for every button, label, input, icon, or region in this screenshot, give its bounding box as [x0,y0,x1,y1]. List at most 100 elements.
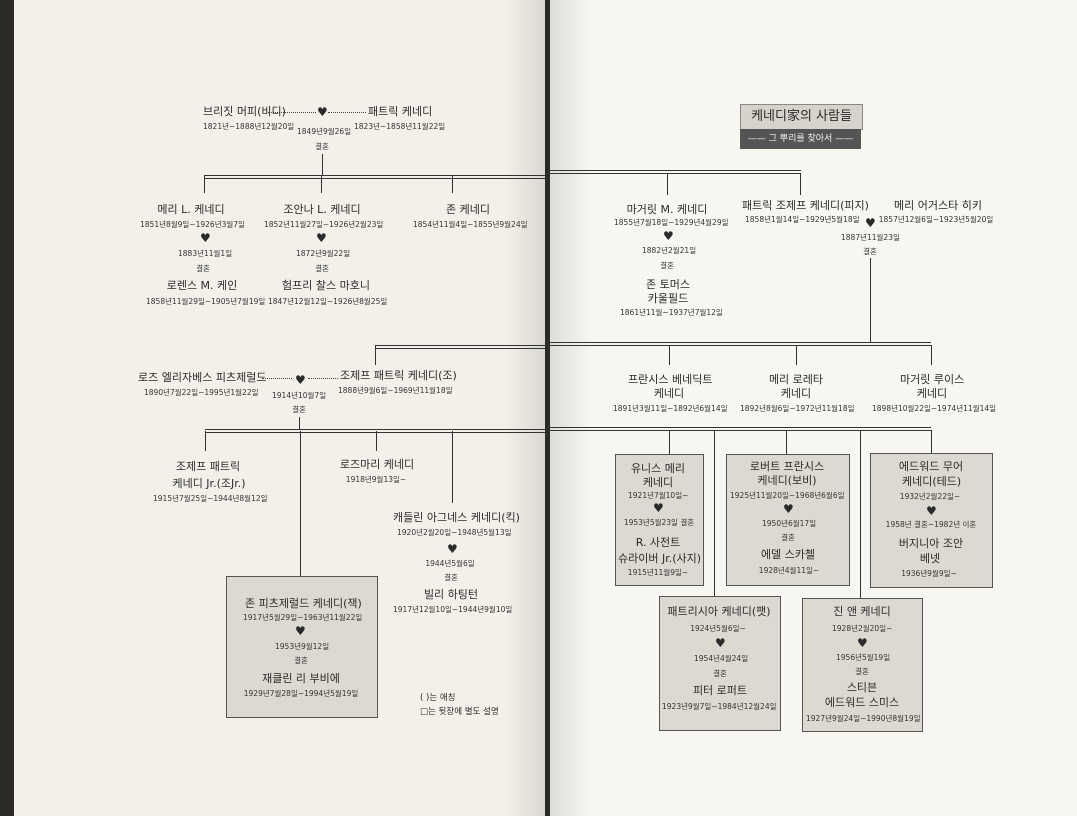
jean-wed: 결혼 [855,667,869,676]
legend-box-note: □는 뒷장에 별도 설명 [420,707,499,717]
francis-name-l2: 케네디 [653,387,685,400]
eunice-name-l1: 유니스 메리 [630,462,686,475]
pj-marriage: 1887년11월23일 [841,233,900,242]
patrick-dates: 1823년~1858년11월22일 [354,122,446,131]
mary-loretta-name-l2: 케네디 [780,387,812,400]
robert-box [726,454,850,586]
heart-icon: ♥ [295,624,306,638]
gen2-sibling-bar-right [547,170,801,174]
rose-name: 로즈 엘리자베스 피츠제럴드 [138,371,267,384]
jean-marriage: 1956년5월19일 [836,653,891,662]
jfk-marriage: 1953년9월12일 [275,642,330,651]
gen4-drop-joejr [205,431,206,451]
ethel-name: 에델 스카첼 [760,548,816,561]
joanna-name: 조안나 L. 케네디 [283,203,361,216]
eunice-name-l2: 케네디 [642,476,674,489]
pj-name: 패트릭 조제프 케네디(피지) [742,199,869,212]
eunice-marriage: 1953년5월23일 결혼 [623,518,695,527]
heart-icon: ♥ [857,636,868,650]
heart-icon: ♥ [663,229,674,243]
stephen-dates: 1927년9월24일~1990년8월19일 [806,714,921,723]
kathleen-marriage: 1944년5월6일 [425,559,475,568]
patrick-name: 패트릭 케네디 [368,105,433,118]
robert-dates: 1925년11월20일~1968년6월6일 [730,491,845,500]
bridget-dates: 1821년~1888년12월20일 [203,122,295,131]
gen4-sibling-bar-left [205,429,545,433]
patricia-name: 패트리시아 케네디(팻) [667,605,771,618]
humphrey-name: 험프리 찰스 마호니 [282,279,370,292]
billy-name: 빌리 하팅턴 [423,588,479,601]
kathleen-wed: 결혼 [444,573,458,582]
gen1-marriage-date: 1849년9월26일 [297,127,352,136]
mary-loretta-dates: 1892년8월6일~1972년11월18일 [740,404,855,413]
gen2-sibling-bar-left [204,175,545,179]
peter-dates: 1923년9월7일~1984년12월24일 [662,702,777,711]
edward-box [870,453,993,588]
robert-name-l1: 로버트 프란시스 [749,460,825,473]
pj-dates: 1858년1월14일~1929년5월18일 [745,215,860,224]
page-title: 케네디家의 사람들 [740,104,863,130]
gen1-couple-link-left [268,112,316,113]
heart-icon: ♥ [926,504,937,518]
margaret-m-marriage: 1882년2월21일 [642,246,697,255]
margaret-louise-name-l2: 케네디 [916,387,948,400]
bridget-name: 브리짓 머피(비디) [203,105,286,118]
john-name: 존 케네디 [446,203,490,216]
jean-box [802,598,923,732]
rosemary-name: 로즈마리 케네디 [339,458,415,471]
eunice-dates: 1921년7월10일~ [628,491,689,500]
gen4-drop-jean [860,430,861,598]
page-subtitle: —— 그 뿌리를 찾아서 —— [740,129,861,149]
jfk-box [226,576,378,718]
jfk-wed: 결혼 [294,656,308,665]
margaret-louise-name-l1: 마거릿 루이스 [900,373,965,386]
gen4-drop-patricia [714,430,715,596]
kathleen-dates: 1920년2월20일~1948년5월13일 [397,528,512,537]
stephen-name-l1: 스티븐 [846,681,878,694]
heart-icon: ♥ [715,636,726,650]
patricia-wed: 결혼 [713,669,727,678]
gen3-couple-link-left [262,378,292,379]
joanna-dates: 1852년11월27일~1926년2월23일 [264,220,384,229]
shriver-name-l1: R. 사전트 [635,536,681,549]
gen4-drop-eunice [669,430,670,454]
gen2-drop-margaret [667,173,668,195]
lawrence-name: 로렌스 M. 케인 [166,279,238,292]
rosemary-dates: 1918년9월13일~ [345,475,407,484]
heart-icon: ♥ [295,373,306,387]
joe-sr-dates: 1888년9월6일~1969년11월18일 [338,386,453,395]
edward-name-l2: 케네디(테드) [902,475,962,488]
gen3-drop-joe [375,345,376,365]
margaret-louise-dates: 1898년10월22일~1974년11월14일 [872,404,997,413]
francis-name-l1: 프란시스 베네딕트 [628,373,713,386]
gen3-sibling-bar-right [547,342,931,346]
joe-jr-name-l1: 조제프 패트릭 [175,460,241,473]
ethel-dates: 1928년4월11일~ [758,566,820,575]
gen1-couple-link-right [328,112,366,113]
margaret-m-dates: 1855년7월18일~1929년4월29일 [614,218,729,227]
robert-wed: 결혼 [781,533,795,542]
rose-dates: 1890년7월22일~1995년1월22일 [144,388,259,397]
pj-descent-line [870,258,871,342]
john-dates: 1854년11월4일~1855년9월24일 [413,220,528,229]
eunice-box [615,454,704,586]
edward-marriage: 1958년 결혼~1982년 이혼 [885,520,977,529]
gutter-shadow-right [550,0,590,816]
gen3-drop-francis [669,345,670,365]
caulfield-dates: 1861년11월~1937년7월12일 [620,308,723,317]
gen2-drop-pj [800,173,801,195]
gen4-drop-rosemary [376,431,377,451]
joanna-wed: 결혼 [315,264,329,273]
gen3-marriage: 1914년10월7일 [272,391,327,400]
edward-name-l1: 에드워드 무어 [898,460,964,473]
stephen-name-l2: 에드워드 스미스 [824,696,900,709]
heart-icon: ♥ [316,231,327,245]
gen4-drop-kathleen [452,431,453,503]
gen2-drop-john [452,175,453,193]
joanna-marriage: 1872년9월22일 [296,249,351,258]
billy-dates: 1917년12월10일~1944년9월10일 [393,605,513,614]
caulfield-name-l2: 카울필드 [647,292,689,305]
heart-icon: ♥ [783,502,794,516]
heart-icon: ♥ [865,216,876,230]
francis-dates: 1891년3월11일~1892년6월14일 [613,404,728,413]
